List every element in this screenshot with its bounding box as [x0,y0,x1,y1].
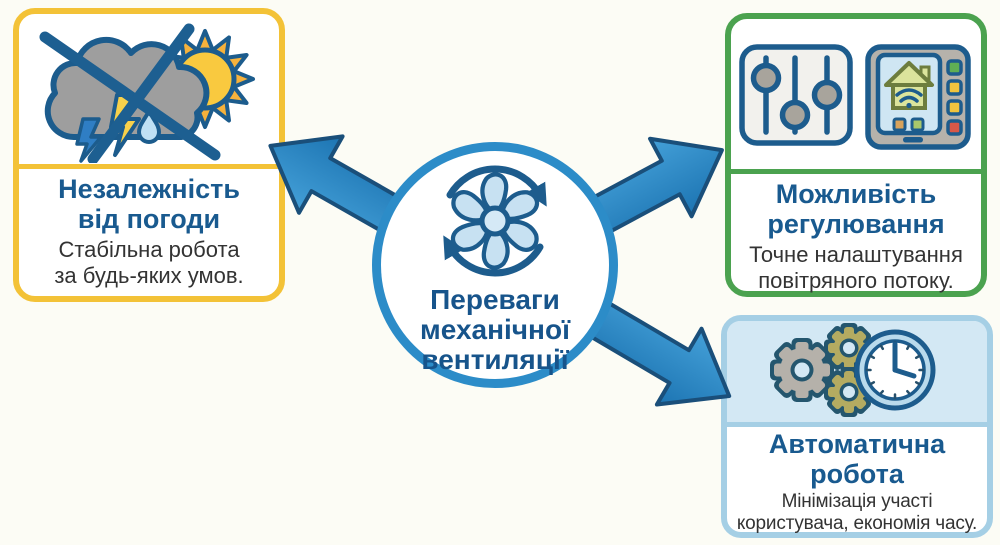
rotation-arrows-icon [443,165,547,277]
regulation-icon-area [731,19,981,169]
card-divider [19,164,279,169]
sliders-icon [739,44,853,146]
card-subtitle: Точне налаштування повітряного потоку. [749,242,963,293]
automation-icon-area [727,321,987,422]
gear-large-icon [770,338,834,402]
central-hub-circle: Переваги механічної вентиляції [372,142,618,388]
card-regulation: Можливість регулювання Точне налаштуванн… [725,13,987,297]
raindrop-icon [136,106,162,144]
lightning-blue-icon [75,117,103,163]
sliders-and-smart-panel-icon [739,44,971,150]
fan-hub [479,205,511,237]
house-wifi-icon [884,61,934,110]
card-automatic-operation: Автоматична робота Мінімізація участі ко… [721,315,993,538]
crossed-out-weather-icon [39,23,255,163]
cross-out-icon [39,23,221,163]
card-title: Можливість регулювання [767,179,945,239]
card-divider [727,422,987,427]
card-subtitle: Стабільна робота за будь-яких умов. [54,237,244,288]
card-title: Автоматична робота [768,429,946,489]
smart-home-tablet-icon [865,44,971,150]
card-title: Незалежність від погоди [58,174,240,234]
weather-icon-area [19,14,279,164]
clock-icon [854,329,936,411]
card-subtitle: Мінімізація участі користувача, економія… [736,491,978,534]
rotating-fan-icon [443,165,547,277]
gears-and-clock-icon [770,323,936,417]
side-buttons [946,59,963,136]
card-weather-independence: Незалежність від погоди Стабільна робота… [13,8,285,302]
central-title: Переваги механічної вентиляції [420,284,570,375]
card-divider [731,169,981,174]
